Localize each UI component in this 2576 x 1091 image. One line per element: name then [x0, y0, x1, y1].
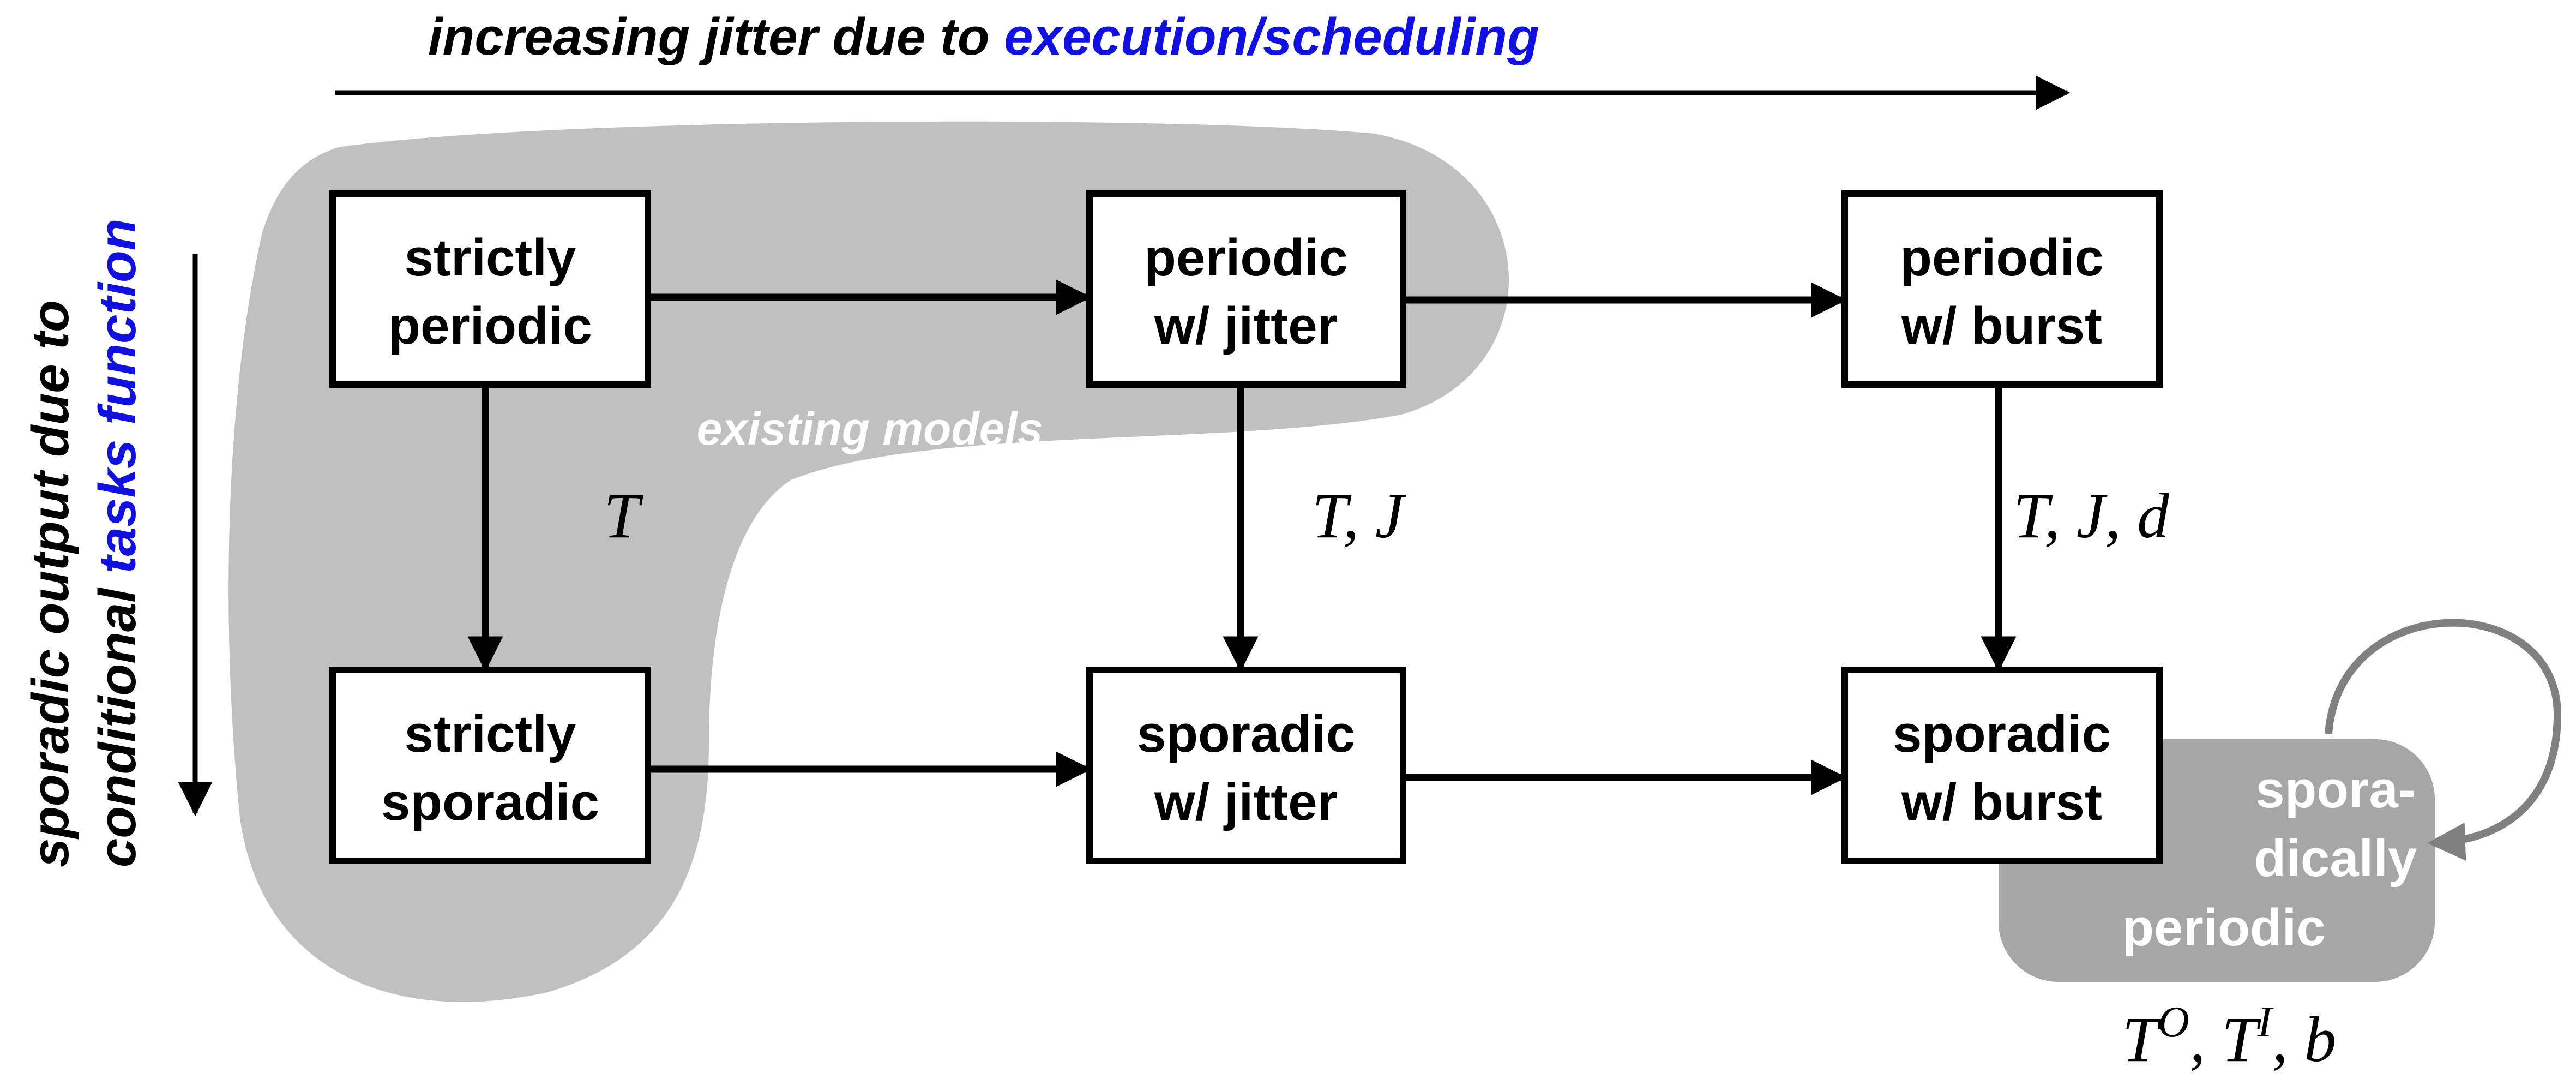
param-col1: T: [604, 480, 643, 552]
spp-label-line2: dically: [2254, 829, 2417, 888]
box-strictly-sporadic: strictly sporadic: [329, 667, 651, 864]
self-loop-arrow: [2325, 619, 2562, 861]
x-axis-label: increasing jitter due to execution/sched…: [428, 8, 1539, 66]
box-sporadic-burst: sporadic w/ burst: [1841, 667, 2163, 864]
box-sporadic-jitter-line1: sporadic: [1137, 705, 1355, 763]
box-periodic-burst: periodic w/ burst: [1841, 190, 2163, 388]
param-self-loop-sup-i: I: [2257, 998, 2274, 1046]
param-self-loop-t2: T: [2222, 1004, 2261, 1075]
box-sporadic-jitter: sporadic w/ jitter: [1086, 667, 1406, 864]
x-axis-label-accent: execution/scheduling: [1004, 8, 1539, 66]
param-self-loop-sup-o: O: [2158, 998, 2189, 1046]
param-self-loop-sep1: ,: [2189, 1004, 2222, 1075]
x-axis-label-text: increasing jitter due to: [428, 8, 1004, 66]
param-col2: T, J: [1312, 480, 1406, 552]
y-axis-label-line2-plain: conditional: [88, 573, 147, 867]
existing-models-label: existing models: [697, 403, 1043, 454]
spp-label-line3: periodic: [2122, 898, 2325, 957]
box-periodic-jitter-line2: w/ jitter: [1154, 297, 1338, 355]
y-axis-label-line2-accent: tasks function: [88, 219, 147, 574]
box-periodic-jitter-line1: periodic: [1144, 229, 1347, 287]
box-strictly-periodic-line1: strictly: [405, 229, 576, 287]
box-sporadic-jitter-line2: w/ jitter: [1154, 773, 1338, 831]
box-periodic-jitter: periodic w/ jitter: [1086, 190, 1406, 388]
param-self-loop: TO, TI, b: [2122, 998, 2337, 1075]
param-self-loop-t: T: [2122, 1004, 2162, 1075]
box-sporadic-burst-line2: w/ burst: [1901, 773, 2102, 831]
box-periodic-burst-line1: periodic: [1900, 229, 2103, 287]
box-sporadic-burst-line1: sporadic: [1893, 705, 2111, 763]
box-strictly-periodic-line2: periodic: [388, 297, 592, 355]
param-col3: T, J, d: [2013, 480, 2170, 552]
spp-label-line1: spora-: [2255, 760, 2415, 819]
box-strictly-periodic: strictly periodic: [329, 190, 651, 388]
param-self-loop-b: b: [2304, 1004, 2336, 1075]
param-self-loop-sep2: ,: [2272, 1004, 2304, 1075]
box-periodic-burst-line2: w/ burst: [1901, 297, 2102, 355]
box-strictly-sporadic-line1: strictly: [405, 705, 576, 763]
box-strictly-sporadic-line2: sporadic: [381, 773, 599, 831]
y-axis-label-line1: sporadic output due to: [21, 300, 80, 867]
y-axis-label-line2: conditional tasks function: [88, 219, 147, 867]
